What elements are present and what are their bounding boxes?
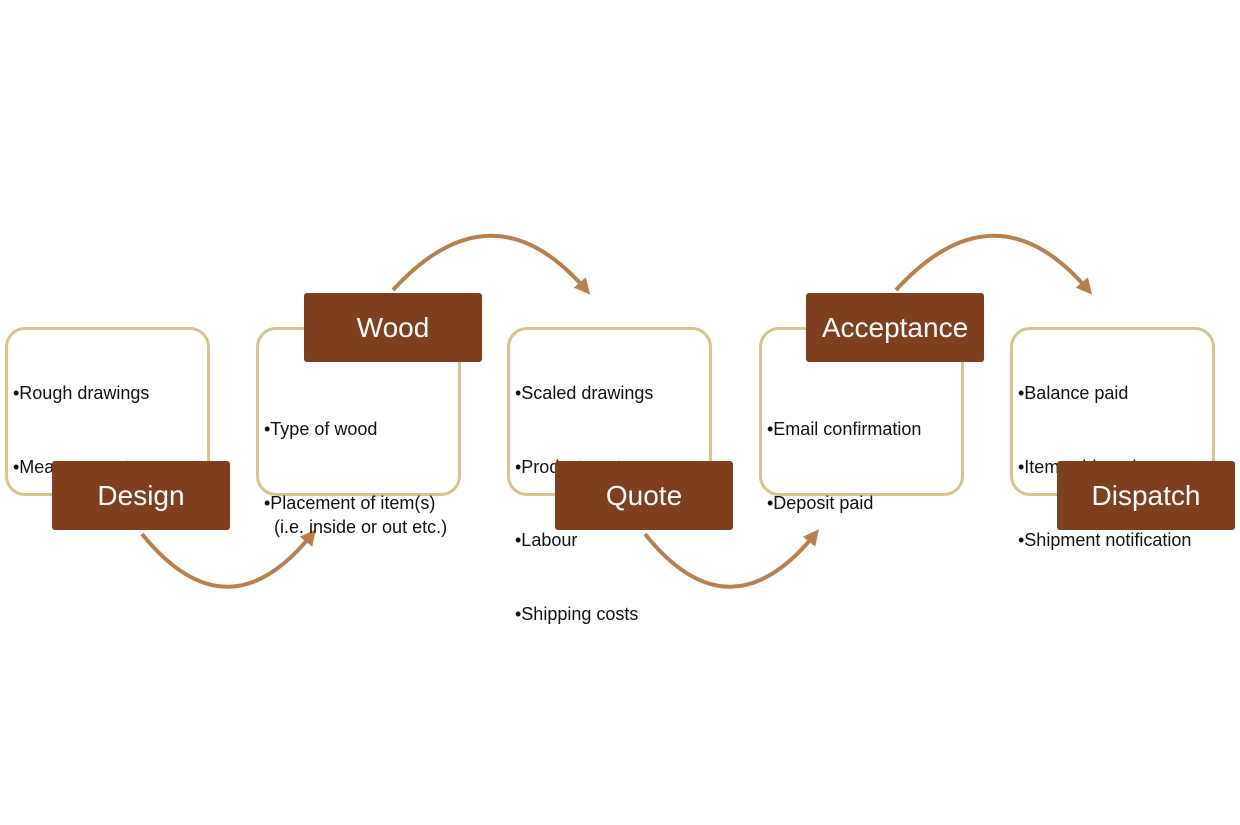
dispatch-bullets: •Balance paid •Items shipped •Shipment n…: [1018, 332, 1191, 577]
quote-bullet: •Shipping costs: [515, 603, 639, 624]
design-bullet: •Rough drawings: [13, 383, 150, 403]
quote-bullet: •Scaled drawings: [515, 383, 654, 403]
arrow-wood-to-quote: [391, 233, 591, 295]
acceptance-bullet: •Email confirmation: [767, 419, 922, 439]
wood-bullet: •Placement of item(s) (i.e. inside or ou…: [264, 492, 448, 538]
quote-bullet: •Labour: [515, 530, 578, 550]
dispatch-bullet: •Shipment notification: [1018, 530, 1192, 550]
acceptance-bullets: •Email confirmation •Deposit paid: [767, 368, 921, 540]
arrow-design-to-wood: [140, 529, 316, 589]
dispatch-bullet: •Balance paid: [1018, 383, 1129, 403]
wood-bullet: •Type of wood: [264, 419, 378, 439]
wood-bullets: •Type of wood •Placement of item(s) (i.e…: [264, 368, 447, 564]
acceptance-bullet: •Deposit paid: [767, 492, 874, 513]
acceptance-stage-box: Acceptance: [806, 293, 984, 362]
design-stage-box: Design: [52, 461, 230, 530]
quote-stage-box: Quote: [555, 461, 733, 530]
quote-bullets: •Scaled drawings •Product costs •Labour …: [515, 332, 653, 651]
arrow-quote-to-acceptance: [643, 529, 820, 589]
arrow-acceptance-to-dispatch: [894, 233, 1093, 295]
wood-stage-box: Wood: [304, 293, 482, 362]
dispatch-stage-box: Dispatch: [1057, 461, 1235, 530]
